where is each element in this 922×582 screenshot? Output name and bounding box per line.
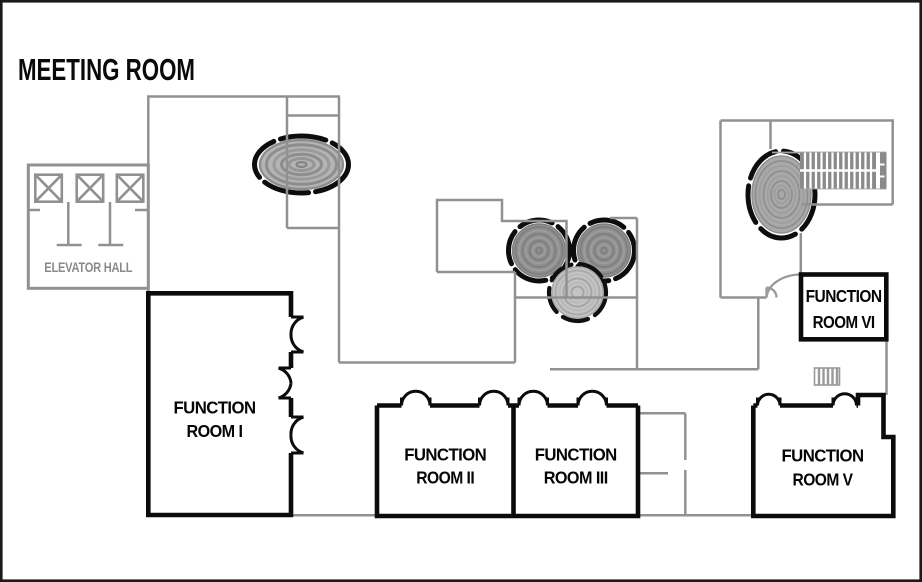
function-room-2-3: FUNCTION ROOM II FUNCTION ROOM III bbox=[374, 389, 641, 519]
room-1-label-line1: FUNCTION bbox=[174, 398, 256, 418]
carpet-outline bbox=[252, 133, 351, 196]
elevator-x-icon bbox=[115, 173, 145, 203]
round-carpet-tall bbox=[745, 148, 818, 241]
door-swing-arc-icon bbox=[756, 392, 858, 406]
stairs-small-icon bbox=[813, 367, 841, 386]
door-swing-arc-icon bbox=[400, 389, 608, 406]
room-2-label-line1: FUNCTION bbox=[404, 444, 486, 464]
room-5-walls bbox=[751, 392, 896, 519]
room-5-label-line2: ROOM V bbox=[793, 470, 854, 490]
function-room-5: FUNCTION ROOM V bbox=[751, 392, 896, 519]
room-3-label-line1: FUNCTION bbox=[535, 444, 617, 464]
oval-carpet-feature bbox=[252, 133, 351, 196]
room-5-label-line1: FUNCTION bbox=[782, 446, 864, 466]
room-6-box bbox=[798, 272, 889, 342]
elevator-door-marks bbox=[28, 202, 149, 247]
door-swing-arc-icon bbox=[277, 315, 305, 455]
function-room-6: FUNCTION ROOM VI bbox=[798, 272, 889, 342]
round-carpet-small bbox=[546, 261, 609, 324]
corridor-walls bbox=[147, 95, 894, 517]
elevator-hall-outline bbox=[26, 163, 150, 290]
function-room-1: FUNCTION ROOM I bbox=[146, 291, 305, 518]
room-2-3-walls bbox=[374, 403, 641, 519]
room-6-label-line2: ROOM VI bbox=[813, 312, 875, 332]
room-6-label-line1: FUNCTION bbox=[806, 286, 882, 306]
room-3-label-line2: ROOM III bbox=[544, 468, 608, 488]
room-1-label-line2: ROOM I bbox=[187, 421, 243, 441]
page-title: MEETING ROOM bbox=[18, 52, 195, 87]
room-1-walls bbox=[146, 291, 294, 518]
door-swing-arc-icon bbox=[765, 273, 802, 298]
stairs-hatch-icon bbox=[772, 151, 887, 190]
elevator-hall: ELEVATOR HALL bbox=[26, 163, 150, 290]
elevator-hall-label: ELEVATOR HALL bbox=[44, 260, 132, 275]
round-carpet-right bbox=[571, 217, 637, 284]
room-2-label-line2: ROOM II bbox=[416, 468, 474, 488]
elevator-x-icon bbox=[75, 173, 105, 203]
elevator-x-icon bbox=[33, 173, 64, 203]
